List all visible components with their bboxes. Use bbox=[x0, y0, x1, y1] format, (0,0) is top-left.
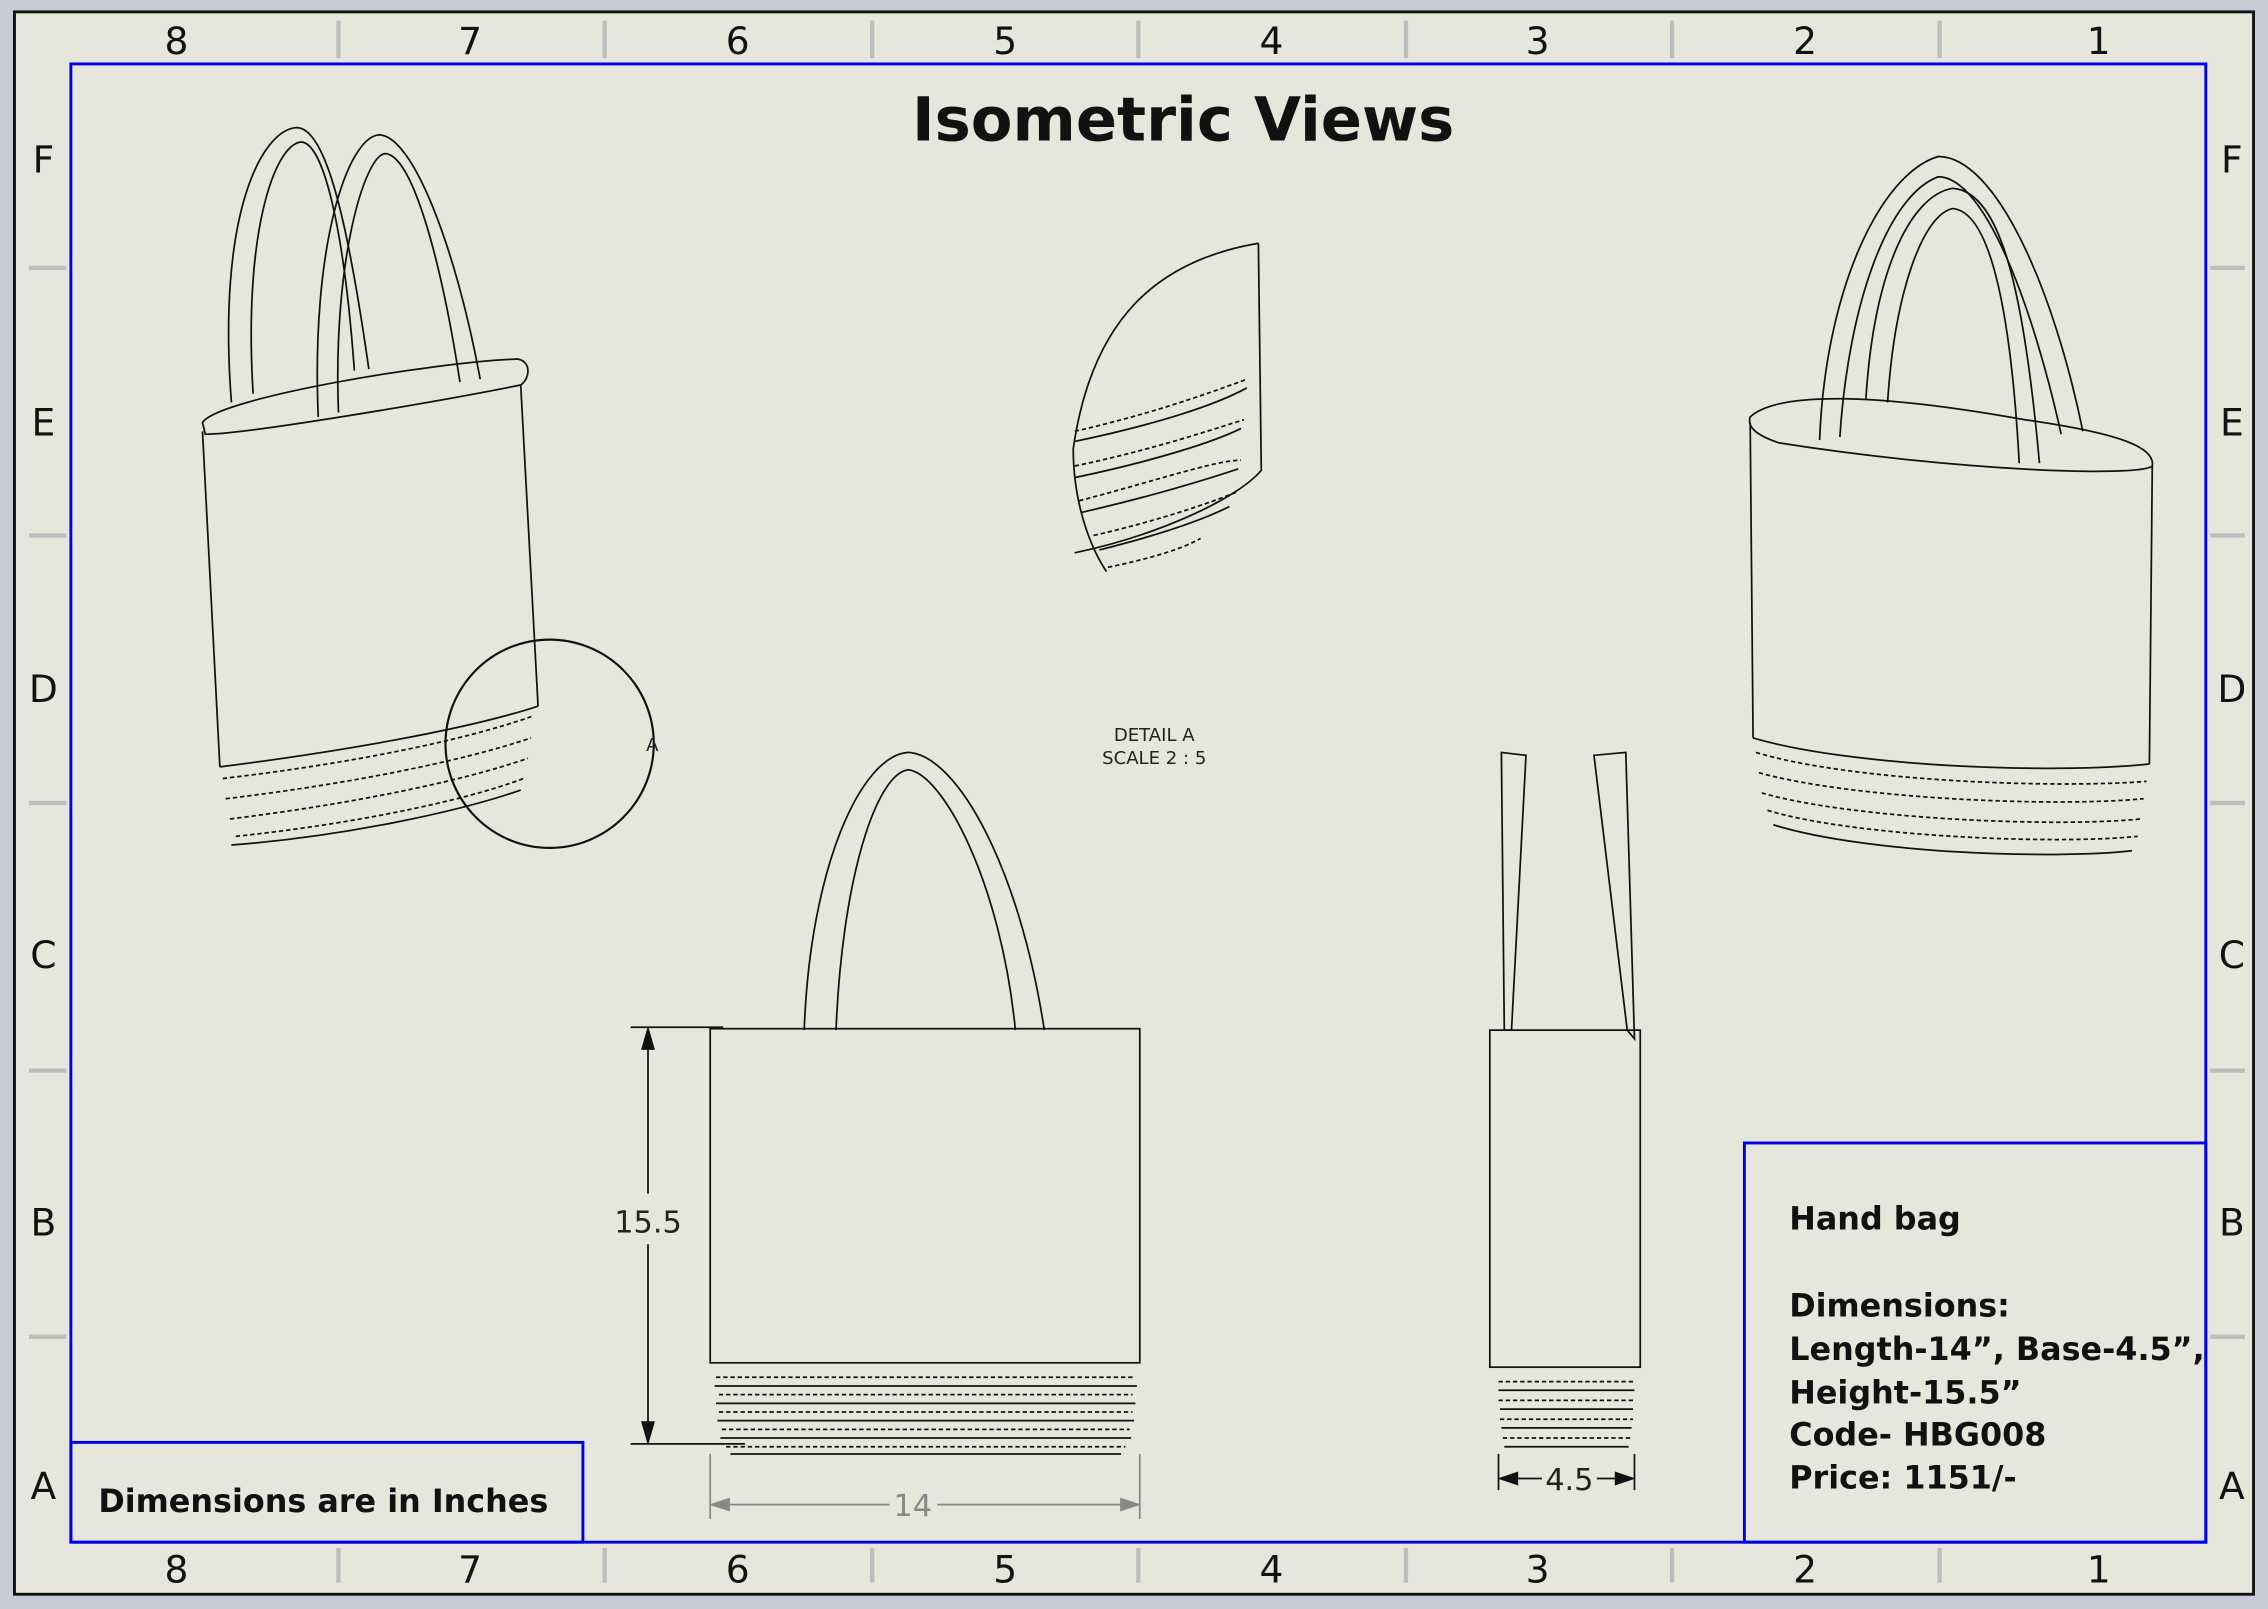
length-dimension-value: 14 bbox=[893, 1489, 932, 1524]
zone-col: 2 bbox=[1793, 19, 1817, 63]
title-block-line: Length-14”, Base-4.5”, bbox=[1789, 1330, 2204, 1368]
zone-row: E bbox=[2220, 401, 2244, 445]
zone-ticks bbox=[28, 20, 2245, 1583]
zone-row: F bbox=[33, 137, 55, 181]
sheet-title: Isometric Views bbox=[912, 86, 1454, 156]
zone-col: 5 bbox=[993, 1548, 1017, 1592]
units-note: Dimensions are in Inches bbox=[98, 1482, 548, 1520]
detail-circle bbox=[444, 638, 655, 849]
zone-col: 1 bbox=[2087, 19, 2111, 63]
zone-row: E bbox=[32, 401, 56, 445]
zone-col: 3 bbox=[1526, 19, 1550, 63]
title-block bbox=[1742, 1141, 2208, 1544]
zone-row: F bbox=[2221, 137, 2243, 181]
base-dimension-value: 4.5 bbox=[1545, 1463, 1593, 1498]
sheet-border bbox=[13, 10, 2255, 1596]
isometric-view-left: A bbox=[201, 126, 659, 849]
detail-marker: A bbox=[646, 735, 659, 756]
zone-row: A bbox=[31, 1464, 57, 1508]
isometric-view-right bbox=[1748, 155, 2154, 856]
drawing-frame bbox=[69, 62, 2208, 1544]
base-dimension bbox=[1497, 1453, 1636, 1491]
zone-row: B bbox=[30, 1201, 56, 1245]
title-block-line: Dimensions: bbox=[1789, 1287, 2010, 1325]
row-labels-left: F E D C B A bbox=[29, 137, 58, 1507]
title-block-line: Height-15.5” bbox=[1789, 1373, 2021, 1411]
zone-row: C bbox=[30, 933, 56, 977]
height-dimension-value: 15.5 bbox=[614, 1206, 682, 1241]
zone-row: B bbox=[2219, 1201, 2245, 1245]
zone-col: 7 bbox=[458, 1548, 482, 1592]
zone-col: 8 bbox=[165, 1548, 189, 1592]
zone-col: 6 bbox=[726, 1548, 750, 1592]
title-block-name: Hand bag bbox=[1789, 1200, 1961, 1238]
row-labels-right: F E D C B A bbox=[2217, 137, 2246, 1507]
detail-view-a: DETAIL A SCALE 2 : 5 bbox=[1072, 242, 1263, 769]
zone-row: D bbox=[2217, 667, 2246, 711]
zone-row: C bbox=[2219, 933, 2245, 977]
side-view: 4.5 bbox=[1488, 751, 1642, 1498]
zone-col: 3 bbox=[1526, 1548, 1550, 1592]
zone-col: 8 bbox=[165, 19, 189, 63]
zone-row: D bbox=[29, 667, 58, 711]
zone-col: 1 bbox=[2087, 1548, 2111, 1592]
column-labels-top: 8 7 6 5 4 3 2 1 bbox=[165, 19, 2111, 63]
zone-col: 2 bbox=[1793, 1548, 1817, 1592]
zone-col: 4 bbox=[1259, 19, 1283, 63]
detail-scale: SCALE 2 : 5 bbox=[1102, 748, 1206, 769]
zone-col: 4 bbox=[1259, 1548, 1283, 1592]
title-block-code: Code- HBG008 bbox=[1789, 1415, 2046, 1453]
notes-box bbox=[69, 1440, 585, 1544]
front-view: 15.5 14 bbox=[614, 751, 1142, 1524]
length-dimension bbox=[708, 1453, 1142, 1520]
zone-col: 7 bbox=[458, 19, 482, 63]
height-dimension bbox=[630, 1025, 745, 1446]
zone-row: A bbox=[2219, 1464, 2245, 1508]
column-labels-bottom: 8 7 6 5 4 3 2 1 bbox=[165, 1548, 2111, 1592]
title-block-price: Price: 1151/- bbox=[1789, 1459, 2017, 1497]
zone-col: 6 bbox=[726, 19, 750, 63]
detail-label: DETAIL A bbox=[1114, 725, 1195, 746]
zone-col: 5 bbox=[993, 19, 1017, 63]
